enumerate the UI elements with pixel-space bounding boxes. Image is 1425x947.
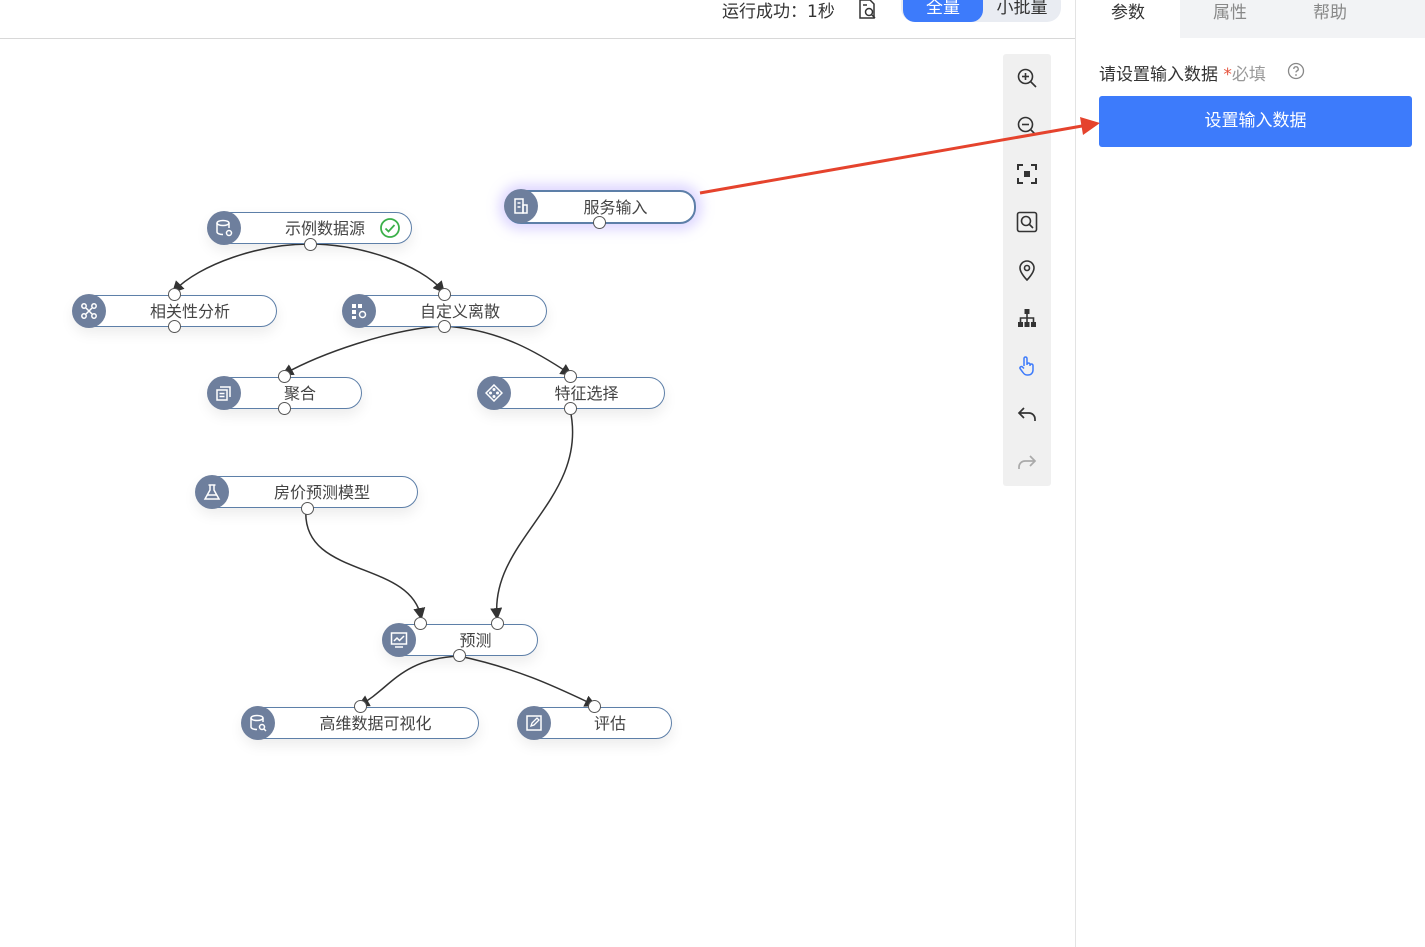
search-node-icon[interactable]	[1015, 210, 1039, 234]
zoom-out-icon[interactable]	[1015, 114, 1039, 138]
required-text: 必填	[1231, 65, 1266, 85]
input-port[interactable]	[438, 288, 451, 301]
set-input-data-button[interactable]: 设置输入数据	[1099, 96, 1412, 147]
workflow-canvas[interactable]: 示例数据源 服务输入 相关性分析 自定义离散 聚合	[0, 39, 1075, 947]
question-circle-icon[interactable]	[1287, 62, 1305, 80]
mode-toggle: 全量 小批量	[901, 0, 1061, 22]
node-high-dim-visualization[interactable]: 高维数据可视化	[241, 700, 479, 740]
edge	[308, 243, 445, 294]
edge	[490, 408, 574, 620]
node-label: 房价预测模型	[273, 483, 370, 502]
mode-small-batch-button[interactable]: 小批量	[996, 0, 1048, 18]
input-port[interactable]	[278, 370, 291, 383]
database-search-icon	[241, 706, 275, 740]
node-service-input[interactable]: 服务输入	[504, 189, 696, 229]
grid-gear-icon	[342, 294, 376, 328]
undo-icon[interactable]	[1015, 402, 1039, 426]
input-data-label: 请设置输入数据 *必填	[1099, 60, 1266, 85]
input-port[interactable]	[168, 288, 181, 301]
success-check-icon	[380, 218, 400, 238]
flask-icon	[195, 475, 229, 509]
diamond-nodes-icon	[477, 376, 511, 410]
stack-icon	[207, 376, 241, 410]
required-star: *	[1223, 65, 1232, 85]
required-marker: *必填	[1223, 65, 1266, 85]
monitor-chart-icon	[382, 623, 416, 657]
network-icon	[72, 294, 106, 328]
redo-icon[interactable]	[1015, 450, 1039, 474]
node-predict[interactable]: 预测	[382, 617, 538, 662]
node-evaluate[interactable]: 评估	[517, 700, 672, 740]
zoom-in-icon[interactable]	[1015, 66, 1039, 90]
node-custom-discretization[interactable]: 自定义离散	[342, 288, 547, 333]
node-feature-selection[interactable]: 特征选择	[477, 370, 665, 415]
node-label: 高维数据可视化	[319, 714, 432, 733]
mode-full-button[interactable]: 全量	[903, 0, 983, 22]
node-label: 服务输入	[583, 198, 648, 217]
node-house-price-model[interactable]: 房价预测模型	[195, 475, 418, 515]
fit-screen-icon[interactable]	[1015, 162, 1039, 186]
node-label: 聚合	[283, 384, 316, 403]
output-port[interactable]	[304, 238, 317, 251]
field-label-text: 请设置输入数据	[1099, 65, 1218, 85]
right-panel: 参数 属性 帮助 请设置输入数据 *必填 设置输入数据	[1075, 0, 1425, 947]
hand-pan-icon[interactable]	[1015, 354, 1039, 378]
edge	[442, 325, 573, 376]
output-port[interactable]	[453, 649, 466, 662]
log-search-icon[interactable]	[856, 0, 878, 20]
node-label: 预测	[459, 631, 492, 650]
output-port[interactable]	[438, 320, 451, 333]
edge-layer	[171, 243, 597, 707]
node-label: 自定义离散	[419, 302, 500, 321]
input-port[interactable]	[414, 617, 427, 630]
top-bar: 运行成功：1秒 全量 小批量	[0, 0, 1075, 39]
tab-help[interactable]: 帮助	[1313, 3, 1347, 23]
output-port[interactable]	[278, 402, 291, 415]
canvas-toolbar	[1003, 54, 1051, 486]
edge	[357, 655, 460, 707]
run-status-text: 运行成功：1秒	[722, 2, 835, 22]
output-port[interactable]	[564, 402, 577, 415]
edge	[171, 243, 310, 294]
node-label: 相关性分析	[149, 302, 230, 321]
input-port[interactable]	[588, 700, 601, 713]
input-port[interactable]	[491, 617, 504, 630]
edge	[305, 507, 426, 620]
panel-tabs: 参数 属性 帮助	[1076, 0, 1425, 38]
locate-icon[interactable]	[1015, 258, 1039, 282]
node-sample-data-source[interactable]: 示例数据源	[207, 211, 412, 251]
database-gear-icon	[207, 211, 241, 245]
edge	[281, 325, 444, 376]
tab-params[interactable]: 参数	[1076, 0, 1180, 38]
edit-square-icon	[517, 706, 551, 740]
node-label: 特征选择	[554, 384, 619, 403]
output-port[interactable]	[593, 216, 606, 229]
node-label: 示例数据源	[284, 219, 365, 238]
node-label: 评估	[593, 714, 626, 733]
output-port[interactable]	[168, 320, 181, 333]
edge	[458, 655, 597, 707]
input-port[interactable]	[354, 700, 367, 713]
node-correlation-analysis[interactable]: 相关性分析	[72, 288, 277, 333]
building-icon	[504, 189, 538, 223]
tab-properties[interactable]: 属性	[1213, 3, 1247, 23]
output-port[interactable]	[301, 502, 314, 515]
auto-layout-icon[interactable]	[1015, 306, 1039, 330]
input-port[interactable]	[564, 370, 577, 383]
node-aggregate[interactable]: 聚合	[207, 370, 362, 415]
